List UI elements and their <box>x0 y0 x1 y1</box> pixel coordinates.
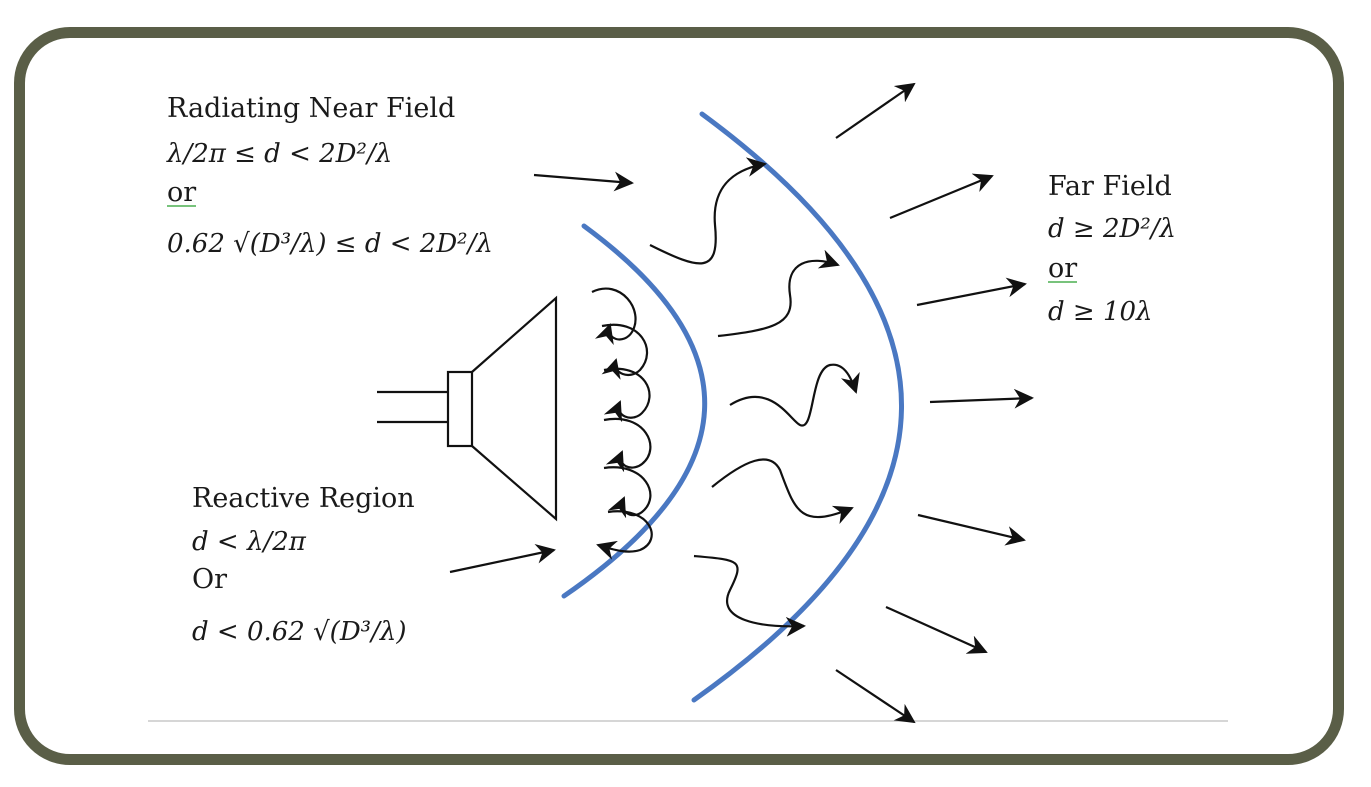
reactive-region-label: Reactive Region d < λ/2π Or d < 0.62 √(D… <box>192 483 415 647</box>
arrow-icon <box>449 544 556 574</box>
far-field-label: Far Field d ≥ 2D²/λ or d ≥ 10λ <box>1048 171 1176 327</box>
arrow-icon <box>835 669 916 724</box>
far-field-title: Far Field <box>1048 171 1172 202</box>
wave-arrow-icon <box>649 157 767 265</box>
radiating-waves <box>649 157 860 637</box>
arrow-icon <box>885 605 988 654</box>
radiating-near-field-or: or <box>167 177 196 208</box>
wave-arrow-icon <box>693 554 806 637</box>
reactive-boundary-arc <box>561 223 707 599</box>
reactive-region-title: Reactive Region <box>192 483 415 514</box>
loop-arrow-icon <box>591 287 637 346</box>
far-field-condition-1: d ≥ 2D²/λ <box>1048 214 1176 244</box>
radiating-boundary-arc <box>691 111 904 703</box>
radiating-near-field-condition-2: 0.62 √(D³/λ) ≤ d < 2D²/λ <box>167 229 493 259</box>
wave-arrow-icon <box>729 363 860 427</box>
antenna-horn-icon <box>377 295 558 522</box>
reactive-region-or: Or <box>192 564 227 595</box>
wave-arrow-icon <box>717 249 840 338</box>
reactive-loops <box>591 287 653 560</box>
radiating-near-field-title: Radiating Near Field <box>167 93 455 124</box>
reactive-region-condition-2: d < 0.62 √(D³/λ) <box>192 617 406 647</box>
arrow-icon <box>533 171 634 192</box>
arrow-icon <box>917 513 1026 546</box>
diagram-frame <box>14 27 1344 765</box>
arrow-icon <box>835 82 916 139</box>
loop-arrow-icon <box>596 510 653 560</box>
far-field-condition-2: d ≥ 10λ <box>1048 297 1153 327</box>
arrow-icon <box>916 277 1027 307</box>
far-field-arrows <box>835 82 1034 724</box>
radiating-near-field-condition-1: λ/2π ≤ d < 2D²/λ <box>166 139 392 169</box>
radiating-near-field-label: Radiating Near Field λ/2π ≤ d < 2D²/λ or… <box>166 93 493 259</box>
loop-arrow-icon <box>603 367 651 423</box>
reactive-region-condition-1: d < λ/2π <box>192 527 307 557</box>
wave-arrow-icon <box>711 458 854 525</box>
loop-arrow-icon <box>603 466 652 519</box>
loop-arrow-icon <box>601 323 649 380</box>
loop-arrow-icon <box>603 417 652 473</box>
arrow-icon <box>889 173 994 220</box>
far-field-or: or <box>1048 253 1077 284</box>
arrow-icon <box>929 388 1034 409</box>
